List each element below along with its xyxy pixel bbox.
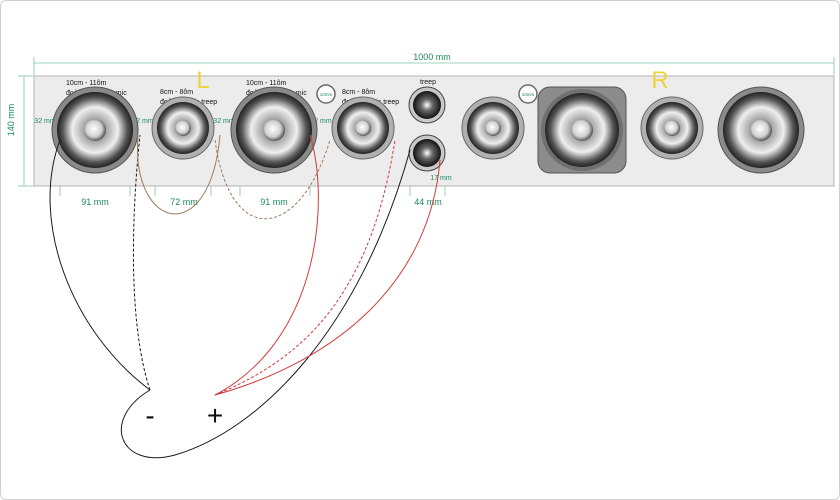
svg-text:91 mm: 91 mm — [81, 197, 109, 207]
gap-label-17: 17 mm — [430, 175, 452, 182]
gap-label-4: 32 mm — [310, 118, 332, 125]
left-channel-letter: L — [196, 67, 209, 94]
wire-brown-dashed — [214, 139, 331, 220]
height-dimension: 140 mm — [6, 75, 34, 187]
wire-red-positive-1 — [214, 134, 319, 396]
width-dimension-72: 72 mm — [154, 186, 212, 207]
wiring — [49, 134, 441, 459]
wire-red-dashed — [214, 139, 396, 396]
width-dimension-91-a: 91 mm — [59, 186, 131, 207]
total-length-dimension: 1000 mm — [33, 52, 835, 75]
svg-text:72 mm: 72 mm — [170, 197, 198, 207]
port-1: 10mm — [316, 84, 336, 104]
svg-text:10mm: 10mm — [320, 92, 333, 97]
gap-label-1: 32 mm — [34, 118, 56, 125]
woofer-3-square-frame — [537, 86, 627, 174]
gap-label-2: 32 mm — [132, 118, 154, 125]
svg-text:10cm - 11ôm: 10cm - 11ôm — [66, 80, 106, 87]
right-channel-letter: R — [651, 67, 668, 94]
svg-text:8cm - 8ôm: 8cm - 8ôm — [160, 89, 193, 96]
svg-text:8cm - 8ôm: 8cm - 8ôm — [342, 89, 375, 96]
midrange-4 — [640, 96, 704, 160]
wire-dashed-negative — [132, 134, 151, 391]
woofer-4 — [717, 86, 805, 174]
height-label: 140 mm — [6, 104, 16, 137]
tweeter-label: treep — [420, 79, 436, 86]
wire-negative-bottom-loop — [121, 149, 411, 459]
wire-brown-loop — [136, 134, 221, 215]
port-2: 10mm — [518, 84, 538, 104]
total-length-label: 1000 mm — [413, 52, 451, 62]
width-dimension-44: 44 mm — [409, 186, 446, 207]
negative-terminal: - — [145, 400, 154, 431]
tweeter-1 — [408, 86, 446, 124]
tweeter-2 — [408, 134, 446, 172]
positive-terminal: + — [207, 400, 223, 431]
midrange-2 — [331, 96, 395, 160]
woofer-1 — [51, 86, 139, 174]
woofer-2 — [230, 86, 318, 174]
wire-red-positive-2 — [214, 159, 441, 396]
svg-text:10mm: 10mm — [522, 92, 535, 97]
svg-text:44 mm: 44 mm — [414, 197, 442, 207]
wire-negative-outer-loop — [49, 139, 151, 391]
svg-text:91 mm: 91 mm — [260, 197, 288, 207]
width-dimension-91-b: 91 mm — [239, 186, 311, 207]
midrange-1 — [151, 96, 215, 160]
midrange-3 — [461, 96, 525, 160]
gap-label-3: 32 mm — [213, 118, 235, 125]
svg-text:10cm - 11ôm: 10cm - 11ôm — [246, 80, 286, 87]
